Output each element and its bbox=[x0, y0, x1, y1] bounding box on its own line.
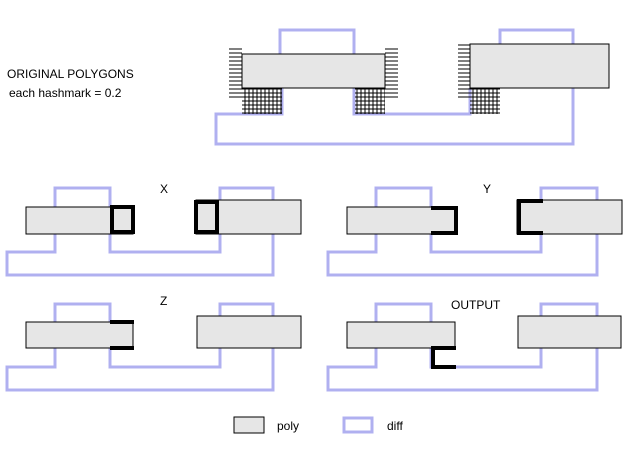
legend: poly diff bbox=[233, 416, 403, 434]
hash-grid-left bbox=[242, 88, 282, 114]
original-polygons bbox=[214, 28, 610, 146]
title-line-2: each hashmark = 0.2 bbox=[9, 86, 122, 100]
panel-x-diff-outline bbox=[5, 186, 275, 277]
panel-output-poly-left bbox=[346, 321, 456, 349]
panel-output bbox=[326, 302, 622, 392]
panel-x bbox=[5, 186, 302, 277]
panel-y-label: Y bbox=[483, 182, 491, 196]
legend-poly-swatch bbox=[233, 416, 265, 434]
hash-grid-middle bbox=[355, 88, 385, 114]
panel-output-poly-right bbox=[517, 315, 622, 349]
panel-x-poly-left bbox=[25, 206, 134, 235]
original-poly-left bbox=[241, 53, 386, 89]
panel-y-edge-right bbox=[517, 199, 543, 235]
panel-z-label: Z bbox=[160, 294, 167, 308]
panel-y-poly-left bbox=[346, 206, 457, 235]
panel-x-error-box-left bbox=[110, 205, 135, 234]
hash-grid-right bbox=[470, 88, 500, 114]
panel-x-label: X bbox=[160, 182, 168, 196]
panel-x-poly-right bbox=[195, 199, 302, 235]
original-poly-right bbox=[469, 43, 610, 89]
panel-y-diff-outline bbox=[326, 186, 599, 277]
panel-z-poly-left bbox=[25, 321, 134, 349]
hash-left-side bbox=[229, 48, 242, 98]
panel-y-poly-right bbox=[516, 199, 623, 235]
legend-diff-label: diff bbox=[387, 419, 403, 433]
panel-z-diff-outline bbox=[5, 302, 275, 392]
panel-y-edge-left bbox=[431, 206, 458, 235]
panel-z-poly-right bbox=[196, 315, 302, 349]
legend-poly-label: poly bbox=[277, 419, 299, 433]
panel-output-label: OUTPUT bbox=[451, 298, 501, 312]
panel-output-edge bbox=[431, 346, 456, 369]
panel-y bbox=[326, 186, 623, 277]
panel-z bbox=[5, 302, 302, 392]
panel-x-error-box-right bbox=[194, 200, 219, 234]
hash-right-side bbox=[385, 48, 398, 98]
title-line-1: ORIGINAL POLYGONS bbox=[7, 67, 134, 81]
legend-diff-swatch bbox=[342, 416, 374, 434]
hash-far-right-side bbox=[458, 44, 470, 100]
